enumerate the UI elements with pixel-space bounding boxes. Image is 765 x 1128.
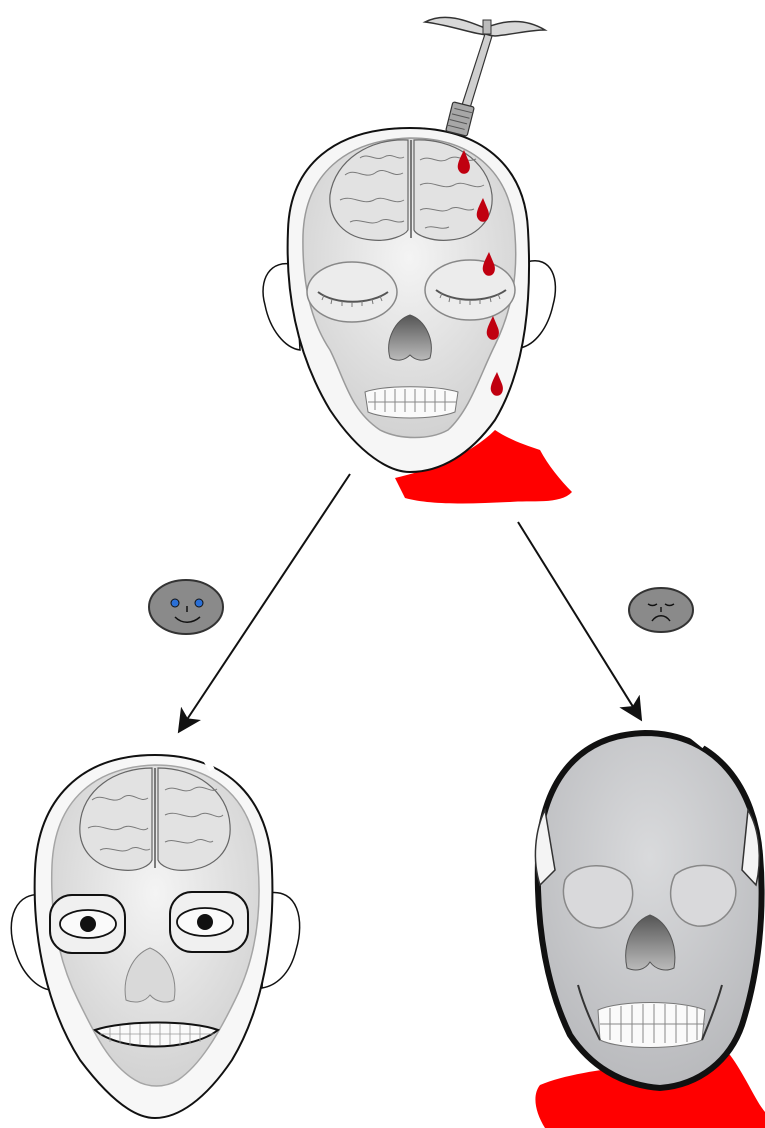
- brain-survival: [80, 768, 230, 870]
- closed-eye-right: [425, 260, 515, 320]
- brain-top: [330, 140, 492, 240]
- open-eye-right: [170, 892, 248, 952]
- injured-head: [263, 17, 572, 503]
- open-eye-left: [50, 895, 125, 953]
- arrow-to-death: [518, 522, 640, 718]
- bare-skull: [535, 733, 765, 1128]
- closed-eye-left: [307, 262, 397, 322]
- happy-face-icon: [149, 580, 223, 634]
- teeth-top: [365, 387, 458, 418]
- trephine-drill-icon: [425, 17, 545, 136]
- recovered-head: [11, 755, 299, 1118]
- sad-face-icon: [629, 588, 693, 632]
- teeth-skull: [598, 1003, 705, 1048]
